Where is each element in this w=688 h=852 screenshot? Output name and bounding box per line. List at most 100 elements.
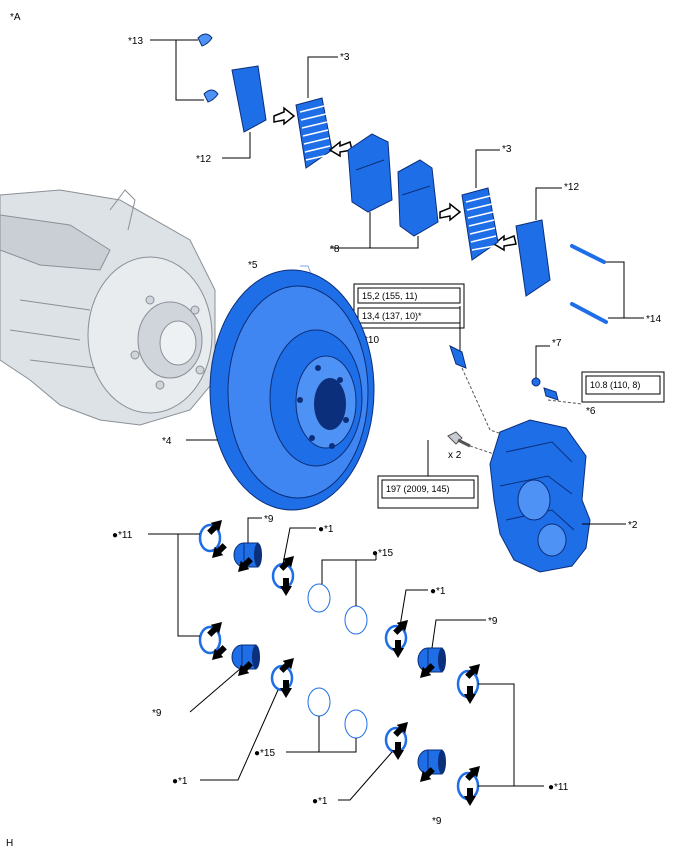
- direction-arrow-3: [439, 202, 462, 222]
- callout-2: *2: [628, 520, 638, 531]
- dust-boot-left-upper: [198, 523, 222, 553]
- callout-9-bottom: *9: [432, 816, 442, 827]
- callout-1-bottom-left: ●*1: [172, 776, 188, 787]
- callout-9-mid: *9: [488, 616, 498, 627]
- leader-12-left: [222, 132, 251, 159]
- torque-caliper-bolt: 197 (2009, 145): [386, 484, 450, 494]
- callout-10: *10: [364, 335, 379, 346]
- callout-1-bottom: ●*1: [312, 796, 328, 807]
- callout-1-mid: ●*1: [430, 586, 446, 597]
- anti-squeal-shim-right: [515, 219, 551, 297]
- callout-12-right: *12: [564, 182, 579, 193]
- install-arrow: [212, 543, 227, 558]
- leader-9-left: [189, 668, 241, 713]
- callout-8: *8: [330, 244, 340, 255]
- pad-pin-lower: [570, 302, 608, 324]
- install-arrow: [212, 645, 227, 660]
- install-arrow: [238, 661, 253, 676]
- install-arrow: [464, 686, 476, 704]
- leader-1-top: [282, 527, 316, 565]
- direction-arrow-4: [492, 234, 517, 252]
- o-ring-top-a: [307, 583, 331, 613]
- install-arrow: [238, 557, 253, 572]
- callout-15-bottom: ●*15: [254, 748, 275, 759]
- anti-squeal-shim-3-left: [295, 97, 333, 169]
- install-arrow: [465, 664, 480, 679]
- leader-15-bottom: [286, 716, 357, 753]
- pad-pin-upper: [570, 244, 606, 264]
- callout-6: *6: [586, 406, 596, 417]
- dash-screw: [547, 399, 583, 405]
- leader-1-bottom-left: [200, 689, 279, 781]
- leader-15-top: [321, 552, 377, 606]
- torque-box-small-bolt: 10.8 (110, 8): [581, 371, 665, 403]
- torque-bleeder-line1: 15,2 (155, 11): [362, 291, 417, 301]
- leader-3-left: [307, 56, 338, 98]
- caliper-mounting-bolt: [447, 431, 471, 448]
- install-arrow: [279, 556, 294, 571]
- leader-13: [150, 39, 204, 101]
- o-ring-top-b: [344, 605, 368, 635]
- dash-bleeder: [461, 367, 521, 441]
- leader-7: [535, 345, 550, 378]
- callout-7: *7: [552, 338, 562, 349]
- bleeder-plug: [449, 345, 467, 369]
- disc-rotor: [209, 269, 375, 511]
- install-arrow: [279, 658, 294, 673]
- callout-3-right: *3: [502, 144, 512, 155]
- install-arrow: [392, 640, 404, 658]
- dust-boot-left-lower: [198, 625, 222, 655]
- piston-lower-right: [417, 749, 446, 775]
- install-arrow: [280, 578, 292, 596]
- footer-label: H: [6, 838, 13, 849]
- leader-12-right: [535, 187, 562, 220]
- leader-14: [606, 261, 644, 319]
- leader-8: [330, 212, 419, 249]
- callout-11-left: ●*11: [112, 530, 133, 541]
- anti-squeal-shim-3-right: [461, 187, 499, 261]
- leader-3-right: [475, 149, 500, 188]
- torque-bleeder-line2: 13,4 (137, 10)*: [362, 311, 422, 321]
- brake-pad-2: [397, 159, 439, 237]
- install-arrow: [207, 520, 222, 535]
- install-arrow: [392, 742, 404, 760]
- anti-squeal-shim-left: [231, 65, 267, 133]
- leader-1-bottom: [338, 751, 393, 801]
- torque-box-bleeder: 15,2 (155, 11) 13,4 (137, 10)*: [353, 283, 465, 329]
- callout-14: *14: [646, 314, 661, 325]
- brake-pad-1: [347, 133, 393, 213]
- callout-1-top: ●*1: [318, 524, 334, 535]
- leader-11-left: [148, 533, 200, 637]
- leader-11-right: [478, 683, 544, 787]
- callout-9-left: *9: [152, 708, 162, 719]
- install-arrow: [420, 767, 435, 782]
- callout-13: *13: [128, 36, 143, 47]
- direction-arrow-1: [273, 106, 296, 126]
- o-ring-bottom-a: [307, 687, 331, 717]
- leader-9-top: [247, 517, 262, 543]
- leader-9-mid: [431, 619, 486, 649]
- corner-label: *A: [10, 12, 21, 23]
- callout-15-top: ●*15: [372, 548, 393, 559]
- callout-4: *4: [162, 436, 172, 447]
- pad-clip-upper: [197, 33, 213, 47]
- callout-5: *5: [248, 260, 258, 271]
- callout-9-top: *9: [264, 514, 274, 525]
- torque-small-bolt: 10.8 (110, 8): [590, 380, 640, 390]
- hub-knuckle-assembly: [0, 189, 216, 426]
- pad-clip-lower: [203, 89, 219, 103]
- install-arrow: [280, 680, 292, 698]
- callout-12-left: *12: [196, 154, 211, 165]
- leader-1-mid: [399, 589, 428, 627]
- o-ring-bottom-b: [344, 709, 368, 739]
- callout-11-right: ●*11: [548, 782, 569, 793]
- install-arrow: [393, 620, 408, 635]
- callout-3-left: *3: [340, 52, 350, 63]
- install-arrow: [420, 663, 435, 678]
- callout-x2: x 2: [448, 450, 462, 461]
- install-arrow: [207, 622, 222, 637]
- disc-brake-caliper: [489, 419, 591, 573]
- install-arrow: [465, 766, 480, 781]
- install-arrow: [393, 722, 408, 737]
